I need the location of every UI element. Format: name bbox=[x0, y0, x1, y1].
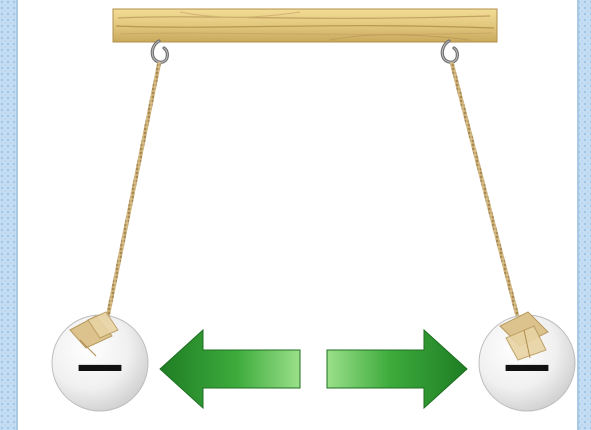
right-string bbox=[452, 64, 521, 330]
wooden-beam bbox=[113, 9, 497, 42]
arrow-left-icon bbox=[160, 330, 300, 408]
right-charge-sign: — bbox=[497, 341, 557, 391]
left-charge-sign: — bbox=[70, 341, 130, 391]
hook-icon bbox=[442, 41, 457, 62]
left-string bbox=[105, 64, 159, 330]
arrow-right-icon bbox=[327, 330, 467, 408]
hook-icon bbox=[152, 41, 167, 62]
